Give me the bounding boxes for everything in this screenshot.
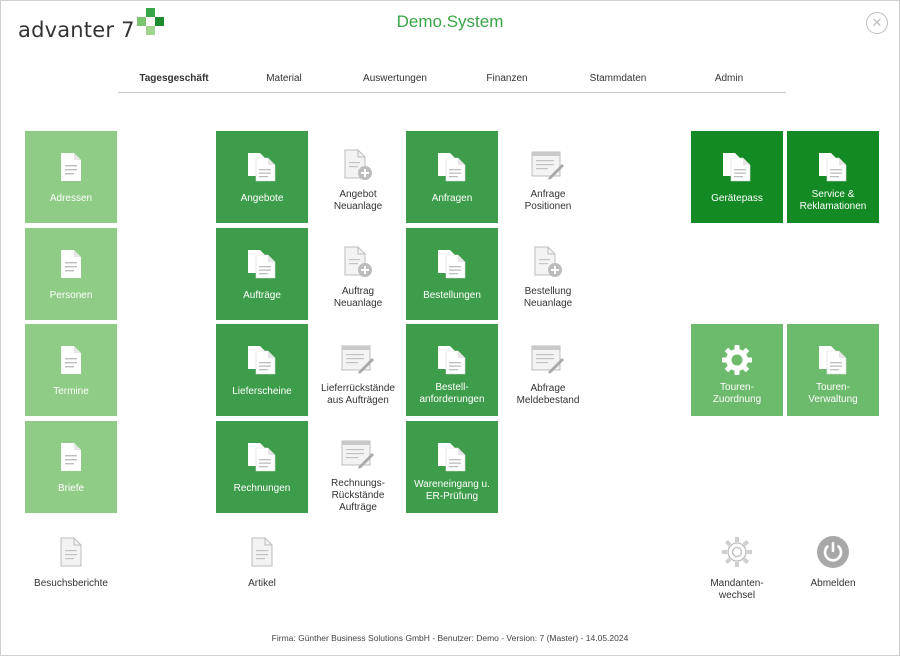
document-icon (250, 535, 274, 569)
tile-personen[interactable]: Personen (25, 228, 117, 320)
gear-icon (721, 536, 753, 568)
documents-icon (817, 345, 849, 375)
form-edit-icon (341, 439, 375, 469)
tile-auftraege[interactable]: Aufträge (216, 228, 308, 320)
tile-label: Bestell- anforderungen (419, 382, 485, 405)
tab-auswertungen[interactable]: Auswertungen (363, 73, 427, 84)
logo: advanter 7 (18, 8, 165, 46)
documents-icon (246, 345, 278, 375)
documents-icon (246, 152, 278, 182)
action-auftrag-neuanlage[interactable]: Auftrag Neuanlage (312, 244, 404, 310)
documents-icon (817, 152, 849, 182)
tile-anfragen[interactable]: Anfragen (406, 131, 498, 223)
tile-termine[interactable]: Termine (25, 324, 117, 416)
tab-tagesgeschaeft[interactable]: Tagesgeschäft (139, 73, 209, 84)
documents-icon (246, 249, 278, 279)
tile-label: Wareneingang u. ER-Prüfung (414, 479, 490, 502)
document-icon (59, 345, 83, 375)
tile-label: Angebote (240, 193, 284, 204)
tile-label: Termine (53, 386, 89, 397)
action-abfrage-meldebestand[interactable]: Abfrage Meldebestand (502, 341, 594, 407)
document-add-icon (533, 246, 563, 278)
document-icon (59, 249, 83, 279)
tile-bestellungen[interactable]: Bestellungen (406, 228, 498, 320)
tile-lieferscheine[interactable]: Lieferscheine (216, 324, 308, 416)
action-label: Anfrage Positionen (524, 189, 572, 212)
close-icon: ✕ (871, 15, 883, 30)
tile-service-reklamationen[interactable]: Service & Reklamationen (787, 131, 879, 223)
documents-icon (246, 442, 278, 472)
status-footer: Firma: Günther Business Solutions GmbH -… (271, 633, 629, 643)
action-label: Angebot Neuanlage (333, 189, 383, 212)
action-label: Lieferrückstände aus Aufträgen (321, 383, 395, 406)
form-edit-icon (341, 344, 375, 374)
tile-label: Bestellungen (423, 290, 481, 301)
tile-label: Gerätepass (711, 193, 763, 204)
tile-touren-verwaltung[interactable]: Touren- Verwaltung (787, 324, 879, 416)
tile-label: Aufträge (243, 290, 281, 301)
action-angebot-neuanlage[interactable]: Angebot Neuanlage (312, 147, 404, 213)
tile-wareneingang[interactable]: Wareneingang u. ER-Prüfung (406, 421, 498, 513)
close-button[interactable]: ✕ (866, 12, 888, 34)
action-besuchsberichte[interactable]: Besuchsberichte (25, 534, 117, 590)
tile-label: Adressen (49, 193, 93, 204)
action-lieferrueckstaende[interactable]: Lieferrückstände aus Aufträgen (312, 341, 404, 407)
action-anfrage-positionen[interactable]: Anfrage Positionen (502, 147, 594, 213)
documents-icon (721, 152, 753, 182)
form-edit-icon (531, 150, 565, 180)
action-bestellung-neuanlage[interactable]: Bestellung Neuanlage (502, 244, 594, 310)
gear-icon (721, 344, 753, 376)
action-label: Rechnungs- Rückstände Aufträge (331, 478, 385, 513)
document-icon (59, 442, 83, 472)
tab-stammdaten[interactable]: Stammdaten (589, 73, 647, 84)
action-abmelden[interactable]: Abmelden (787, 534, 879, 590)
tile-label: Service & Reklamationen (799, 189, 867, 212)
tile-angebote[interactable]: Angebote (216, 131, 308, 223)
form-edit-icon (531, 344, 565, 374)
power-icon (816, 535, 850, 569)
action-label: Mandanten- wechsel (710, 578, 764, 601)
documents-icon (436, 345, 468, 375)
action-rechnungsrueckstaende[interactable]: Rechnungs- Rückstände Aufträge (312, 436, 404, 514)
action-label: Besuchsberichte (34, 578, 108, 589)
tab-finanzen[interactable]: Finanzen (486, 73, 528, 84)
tile-bestellanforderungen[interactable]: Bestell- anforderungen (406, 324, 498, 416)
document-icon (59, 535, 83, 569)
action-label: Abmelden (810, 578, 856, 589)
tile-geraetepass[interactable]: Gerätepass (691, 131, 783, 223)
tile-briefe[interactable]: Briefe (25, 421, 117, 513)
action-label: Artikel (248, 578, 276, 589)
tile-label: Rechnungen (233, 483, 291, 494)
action-mandantenwechsel[interactable]: Mandanten- wechsel (691, 534, 783, 602)
logo-mark (136, 8, 165, 36)
tile-adressen[interactable]: Adressen (25, 131, 117, 223)
tile-touren-zuordnung[interactable]: Touren- Zuordnung (691, 324, 783, 416)
action-label: Bestellung Neuanlage (523, 286, 573, 309)
documents-icon (436, 249, 468, 279)
tile-label: Anfragen (431, 193, 473, 204)
tile-label: Briefe (57, 483, 85, 494)
document-add-icon (343, 246, 373, 278)
system-title: Demo.System (396, 12, 504, 31)
tile-label: Personen (49, 290, 93, 301)
action-label: Abfrage Meldebestand (516, 383, 580, 406)
tile-label: Touren- Zuordnung (712, 382, 762, 405)
tab-admin[interactable]: Admin (714, 73, 744, 84)
tile-label: Touren- Verwaltung (808, 382, 858, 405)
main-nav: Tagesgeschäft Material Auswertungen Fina… (118, 70, 786, 93)
document-add-icon (343, 149, 373, 181)
documents-icon (436, 442, 468, 472)
tile-label: Lieferscheine (232, 386, 292, 397)
action-label: Auftrag Neuanlage (333, 286, 383, 309)
documents-icon (436, 152, 468, 182)
tile-rechnungen[interactable]: Rechnungen (216, 421, 308, 513)
logo-text: advanter 7 (18, 18, 135, 42)
document-icon (59, 152, 83, 182)
action-artikel[interactable]: Artikel (216, 534, 308, 590)
tab-material[interactable]: Material (266, 73, 302, 84)
